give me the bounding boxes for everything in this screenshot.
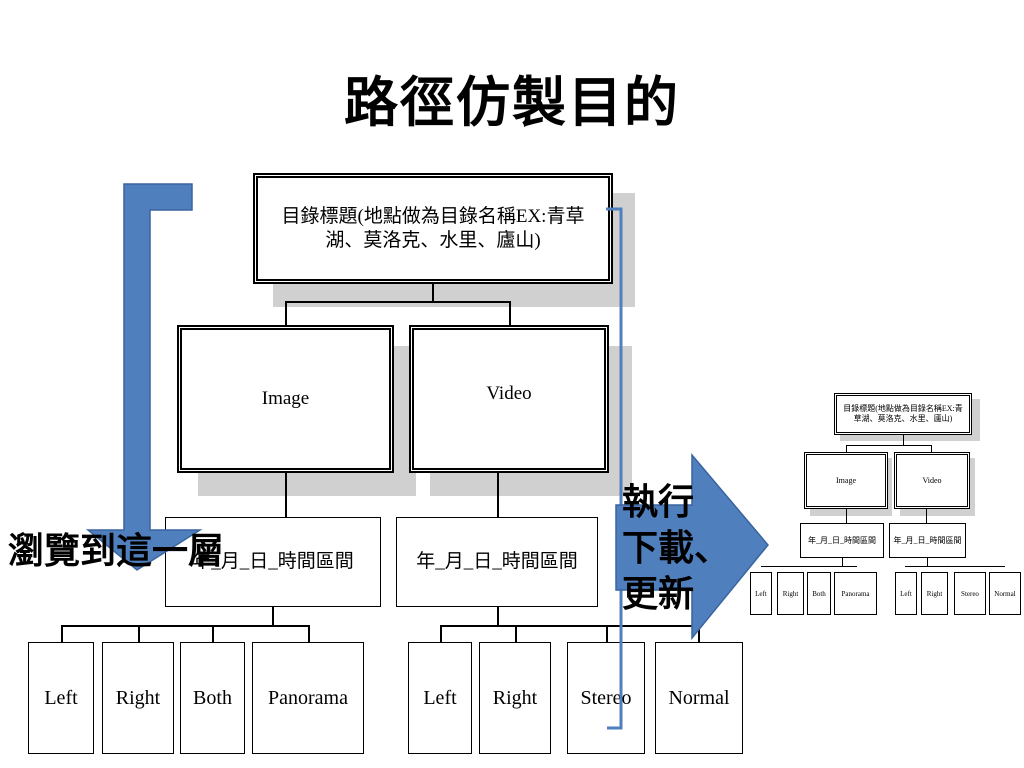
mini-leaf-node: Normal	[989, 572, 1021, 615]
action-label: 執行 下載、 更新	[622, 480, 730, 618]
leaf-label: Right	[115, 686, 161, 709]
image-date-label: 年_月_日_時間區間	[192, 551, 354, 573]
mini-leaf-label: Left	[755, 589, 767, 598]
action-label-line: 執行	[622, 482, 695, 523]
connector	[846, 445, 932, 446]
mini-image-label: Image	[836, 476, 856, 485]
connector	[509, 301, 511, 325]
connector	[846, 445, 847, 452]
leaf-label: Normal	[668, 686, 730, 709]
mini-leaf-node: Panorama	[834, 572, 877, 615]
mini-leaf-label: Stereo	[961, 589, 979, 598]
video-node-label: Video	[486, 383, 532, 405]
mini-leaf-label: Right	[782, 589, 799, 598]
leaf-node: Both	[180, 642, 245, 754]
root-node-label: 目錄標題(地點做為目錄名稱EX:青草湖、莫洛克、水里、廬山)	[281, 205, 585, 251]
leaf-node: Panorama	[252, 642, 364, 754]
bracket-icon	[606, 207, 623, 730]
mini-leaf-label: Right	[926, 589, 943, 598]
connector	[926, 509, 927, 523]
leaf-label: Panorama	[268, 686, 348, 709]
connector	[432, 284, 434, 302]
connector	[440, 625, 699, 627]
connector	[285, 301, 510, 303]
leaf-node: Left	[28, 642, 94, 754]
leaf-label: Stereo	[580, 686, 632, 709]
mini-leaf-node: Right	[921, 572, 948, 615]
connector	[931, 445, 932, 452]
connector	[927, 558, 928, 566]
mini-leaf-node: Stereo	[954, 572, 986, 615]
connector	[761, 566, 857, 567]
video-date-label: 年_月_日_時間區間	[416, 551, 578, 573]
connector	[846, 509, 847, 523]
mini-leaf-label: Normal	[994, 589, 1016, 598]
leaf-label: Left	[423, 686, 457, 709]
mini-root-node: 目錄標題(地點做為目錄名稱EX:青草湖、莫洛克、水里、廬山)	[834, 393, 972, 435]
mini-leaf-node: Left	[750, 572, 772, 615]
connector	[905, 566, 1005, 567]
leaf-node: Right	[102, 642, 174, 754]
mini-date-node: 年_月_日_時間區間	[889, 523, 966, 558]
connector	[61, 625, 309, 627]
connector	[606, 625, 608, 642]
mini-leaf-label: Left	[900, 589, 912, 598]
mini-leaf-label: Both	[812, 589, 826, 598]
connector	[440, 625, 442, 642]
down-arrow-icon	[85, 183, 203, 571]
right-arrow-icon	[615, 452, 769, 641]
mini-leaf-node: Right	[777, 572, 804, 615]
connector	[698, 625, 700, 642]
action-label-line: 更新	[622, 574, 695, 615]
mini-leaf-node: Both	[807, 572, 831, 615]
connector	[285, 473, 287, 517]
mini-leaf-label: Panorama	[841, 589, 870, 598]
leaf-node: Stereo	[567, 642, 645, 754]
connector	[138, 625, 140, 642]
connector	[497, 473, 499, 517]
root-node: 目錄標題(地點做為目錄名稱EX:青草湖、莫洛克、水里、廬山)	[253, 173, 613, 284]
slide-title: 路徑仿製目的	[344, 71, 680, 134]
mini-date-node: 年_月_日_時間區間	[800, 523, 884, 558]
mini-leaf-node: Left	[895, 572, 917, 615]
mini-date-label: 年_月_日_時間區間	[808, 536, 876, 545]
mini-image-node: Image	[804, 452, 888, 509]
connector	[497, 607, 499, 625]
connector	[842, 558, 843, 566]
leaf-node: Normal	[655, 642, 743, 754]
leaf-label: Both	[193, 686, 232, 709]
leaf-node: Right	[479, 642, 551, 754]
mini-video-node: Video	[894, 452, 970, 509]
connector	[515, 625, 517, 642]
mini-root-label: 目錄標題(地點做為目錄名稱EX:青草湖、莫洛克、水里、廬山)	[843, 404, 963, 423]
image-node-label: Image	[261, 388, 310, 410]
connector	[903, 435, 904, 445]
connector	[212, 625, 214, 642]
image-date-node: 年_月_日_時間區間	[165, 517, 381, 607]
image-node: Image	[177, 325, 394, 473]
video-date-node: 年_月_日_時間區間	[396, 517, 598, 607]
connector	[61, 625, 63, 642]
connector	[272, 607, 274, 625]
leaf-label: Left	[44, 686, 78, 709]
video-node: Video	[409, 325, 609, 473]
browse-label: 瀏覽到這一層	[8, 531, 225, 572]
connector	[285, 301, 287, 325]
action-label-line: 下載、	[622, 528, 731, 569]
leaf-node: Left	[408, 642, 472, 754]
mini-date-label: 年_月_日_時間區間	[893, 536, 962, 545]
connector	[308, 625, 310, 642]
mini-video-label: Video	[922, 476, 942, 485]
leaf-label: Right	[492, 686, 538, 709]
